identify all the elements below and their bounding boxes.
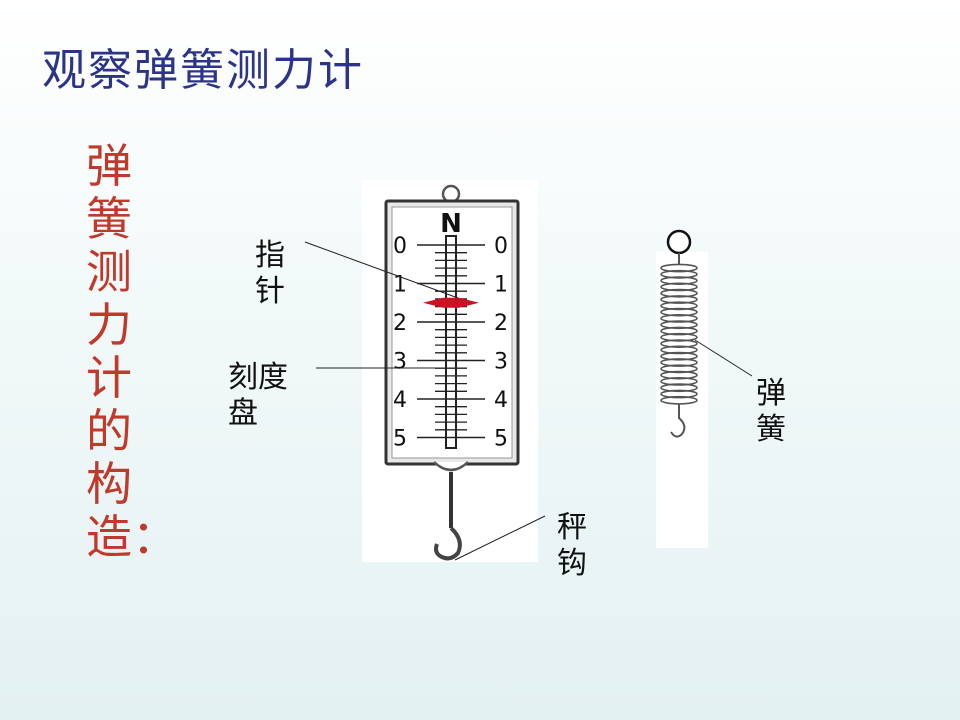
hook-icon bbox=[434, 526, 462, 561]
spring-coil bbox=[660, 370, 698, 380]
spring-coil bbox=[660, 339, 698, 348]
label-dial: 刻度盘 bbox=[228, 360, 288, 431]
spring-coil bbox=[660, 358, 698, 367]
tick-label: 3 bbox=[393, 350, 407, 375]
spring-coil bbox=[660, 307, 698, 317]
hook-leader-line bbox=[454, 515, 546, 561]
pointer-leader-line bbox=[304, 241, 459, 299]
spring-coil bbox=[660, 263, 698, 273]
tick-label: 4 bbox=[494, 388, 508, 413]
tick-label: 1 bbox=[494, 273, 508, 298]
tick-label: 2 bbox=[494, 311, 508, 336]
spring-ring-icon bbox=[666, 229, 692, 255]
spring-coil bbox=[660, 326, 698, 336]
spring-coils bbox=[660, 263, 698, 405]
spring-coil bbox=[660, 345, 698, 355]
spring-coil bbox=[660, 295, 698, 304]
spring-coil bbox=[660, 364, 698, 374]
spring-coil bbox=[660, 276, 698, 285]
spring-coil bbox=[660, 301, 698, 311]
spring-leader-line bbox=[694, 339, 753, 377]
spring-coil bbox=[660, 351, 698, 361]
unit-label: N bbox=[440, 209, 462, 239]
spring-coil bbox=[660, 376, 698, 386]
spring-coil bbox=[660, 282, 698, 292]
spring-coil bbox=[660, 288, 698, 298]
pointer-icon bbox=[423, 297, 479, 308]
tick-label: 5 bbox=[494, 427, 508, 452]
spring-coil bbox=[660, 332, 698, 342]
tick-label: 3 bbox=[494, 350, 508, 375]
scale-rod bbox=[445, 235, 457, 449]
spring-coil bbox=[660, 313, 698, 323]
label-pointer: 指针 bbox=[255, 238, 285, 309]
tick-label: 4 bbox=[393, 388, 407, 413]
tick-label: 2 bbox=[393, 311, 407, 336]
major-ticks bbox=[417, 244, 485, 439]
bottom-clasp bbox=[433, 461, 469, 472]
label-spring: 弹簧 bbox=[756, 376, 786, 447]
spring-coil bbox=[660, 395, 698, 405]
tick-label: 0 bbox=[393, 234, 407, 259]
label-hook: 秤钩 bbox=[557, 510, 587, 581]
tick-labels: 0 0 1 1 2 2 3 3 4 4 5 5 bbox=[393, 234, 508, 452]
tick-label: 5 bbox=[393, 427, 407, 452]
spring-coil bbox=[660, 389, 698, 399]
spring-hook-icon bbox=[670, 404, 686, 438]
spring-coil bbox=[660, 269, 698, 279]
slide-title: 观察弹簧测力计 bbox=[42, 45, 364, 96]
spring-coil bbox=[660, 383, 698, 393]
tick-label: 0 bbox=[494, 234, 508, 259]
spring-coil bbox=[660, 320, 698, 330]
tick-label: 1 bbox=[393, 273, 407, 298]
